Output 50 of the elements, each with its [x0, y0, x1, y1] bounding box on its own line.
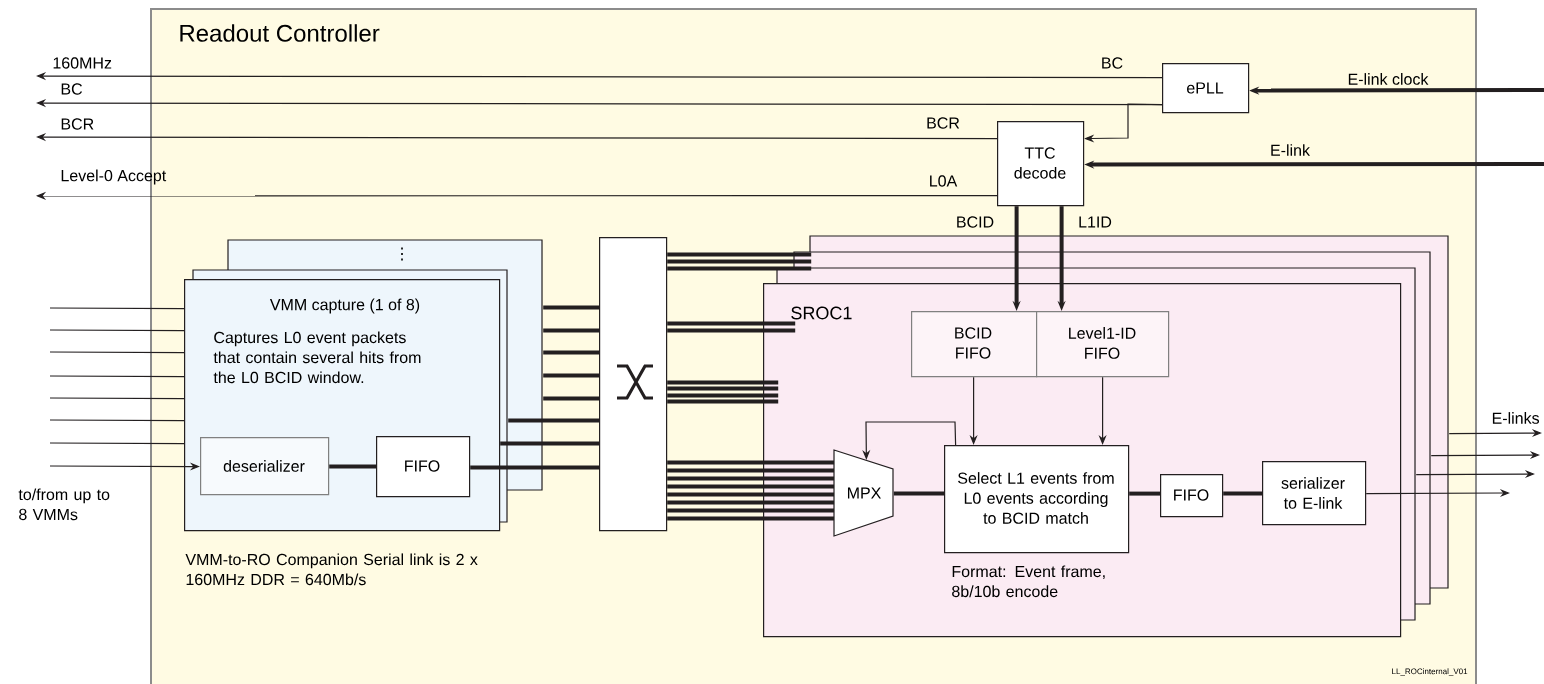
edge-label: BCR — [924, 115, 962, 131]
connector-line — [543, 396, 599, 401]
port-note: to/from up to 8 VMMs — [18, 488, 110, 521]
connector-line — [543, 328, 599, 333]
edge-label: E-link — [1268, 142, 1312, 158]
edge-label: E-links — [1489, 410, 1542, 426]
edge-label: L0A — [926, 173, 960, 189]
connector-line — [1129, 491, 1160, 496]
selector-box: Select L1 events from L0 events according to BCID match — [944, 445, 1130, 554]
deserializer-box: deserializer — [200, 437, 330, 496]
signal-name: BCR — [61, 118, 94, 130]
connector-line — [49, 307, 185, 310]
data-bus — [665, 321, 798, 333]
connector-line — [49, 351, 185, 354]
data-bus — [665, 252, 814, 271]
signal-name: 160MHz — [53, 57, 112, 69]
edge-label: L1ID — [1076, 214, 1114, 230]
pll-box: ePLL — [1162, 63, 1250, 114]
signal-name: BC — [61, 83, 83, 95]
node-label: ⋮ — [401, 247, 403, 261]
connector-line — [500, 441, 599, 446]
connector-line — [543, 350, 599, 355]
drawing-id: LL_ROCinternal_V01 — [1392, 668, 1468, 676]
connector-line — [329, 464, 376, 469]
connector-line — [543, 373, 599, 378]
fifo-box: Level1-ID FIFO — [1036, 311, 1170, 378]
serializer-box: serializer to E-link — [1262, 461, 1367, 526]
fifo-box: FIFO — [1160, 474, 1224, 518]
connector-line — [49, 442, 185, 445]
connector-line — [49, 397, 185, 400]
signal-name: Level-0 Accept — [61, 169, 167, 185]
crossbar-switch — [599, 237, 668, 532]
connector-line — [893, 491, 944, 496]
connector-line — [543, 305, 599, 310]
note-text: Format: Event frame, 8b/10b encode — [952, 565, 1105, 598]
connector-line — [508, 418, 599, 423]
connector-line — [49, 329, 185, 332]
note-text: VMM-to-RO Companion Serial link is 2 x 160MHz DDR = 640Mb/s — [185, 553, 478, 586]
connector-line — [1223, 491, 1262, 496]
edge-label: BCID — [953, 214, 997, 230]
data-bus — [665, 460, 836, 521]
data-bus — [665, 380, 781, 404]
edge-label: BC — [1098, 55, 1126, 71]
fifo-box: BCID FIFO — [911, 311, 1038, 378]
connector-line — [470, 465, 599, 470]
decoder-box: TTC decode — [997, 121, 1085, 207]
connector-line — [49, 375, 185, 378]
edge-label: E-link clock — [1345, 71, 1431, 87]
connector-line — [49, 419, 185, 422]
fifo-box: FIFO — [376, 436, 471, 498]
